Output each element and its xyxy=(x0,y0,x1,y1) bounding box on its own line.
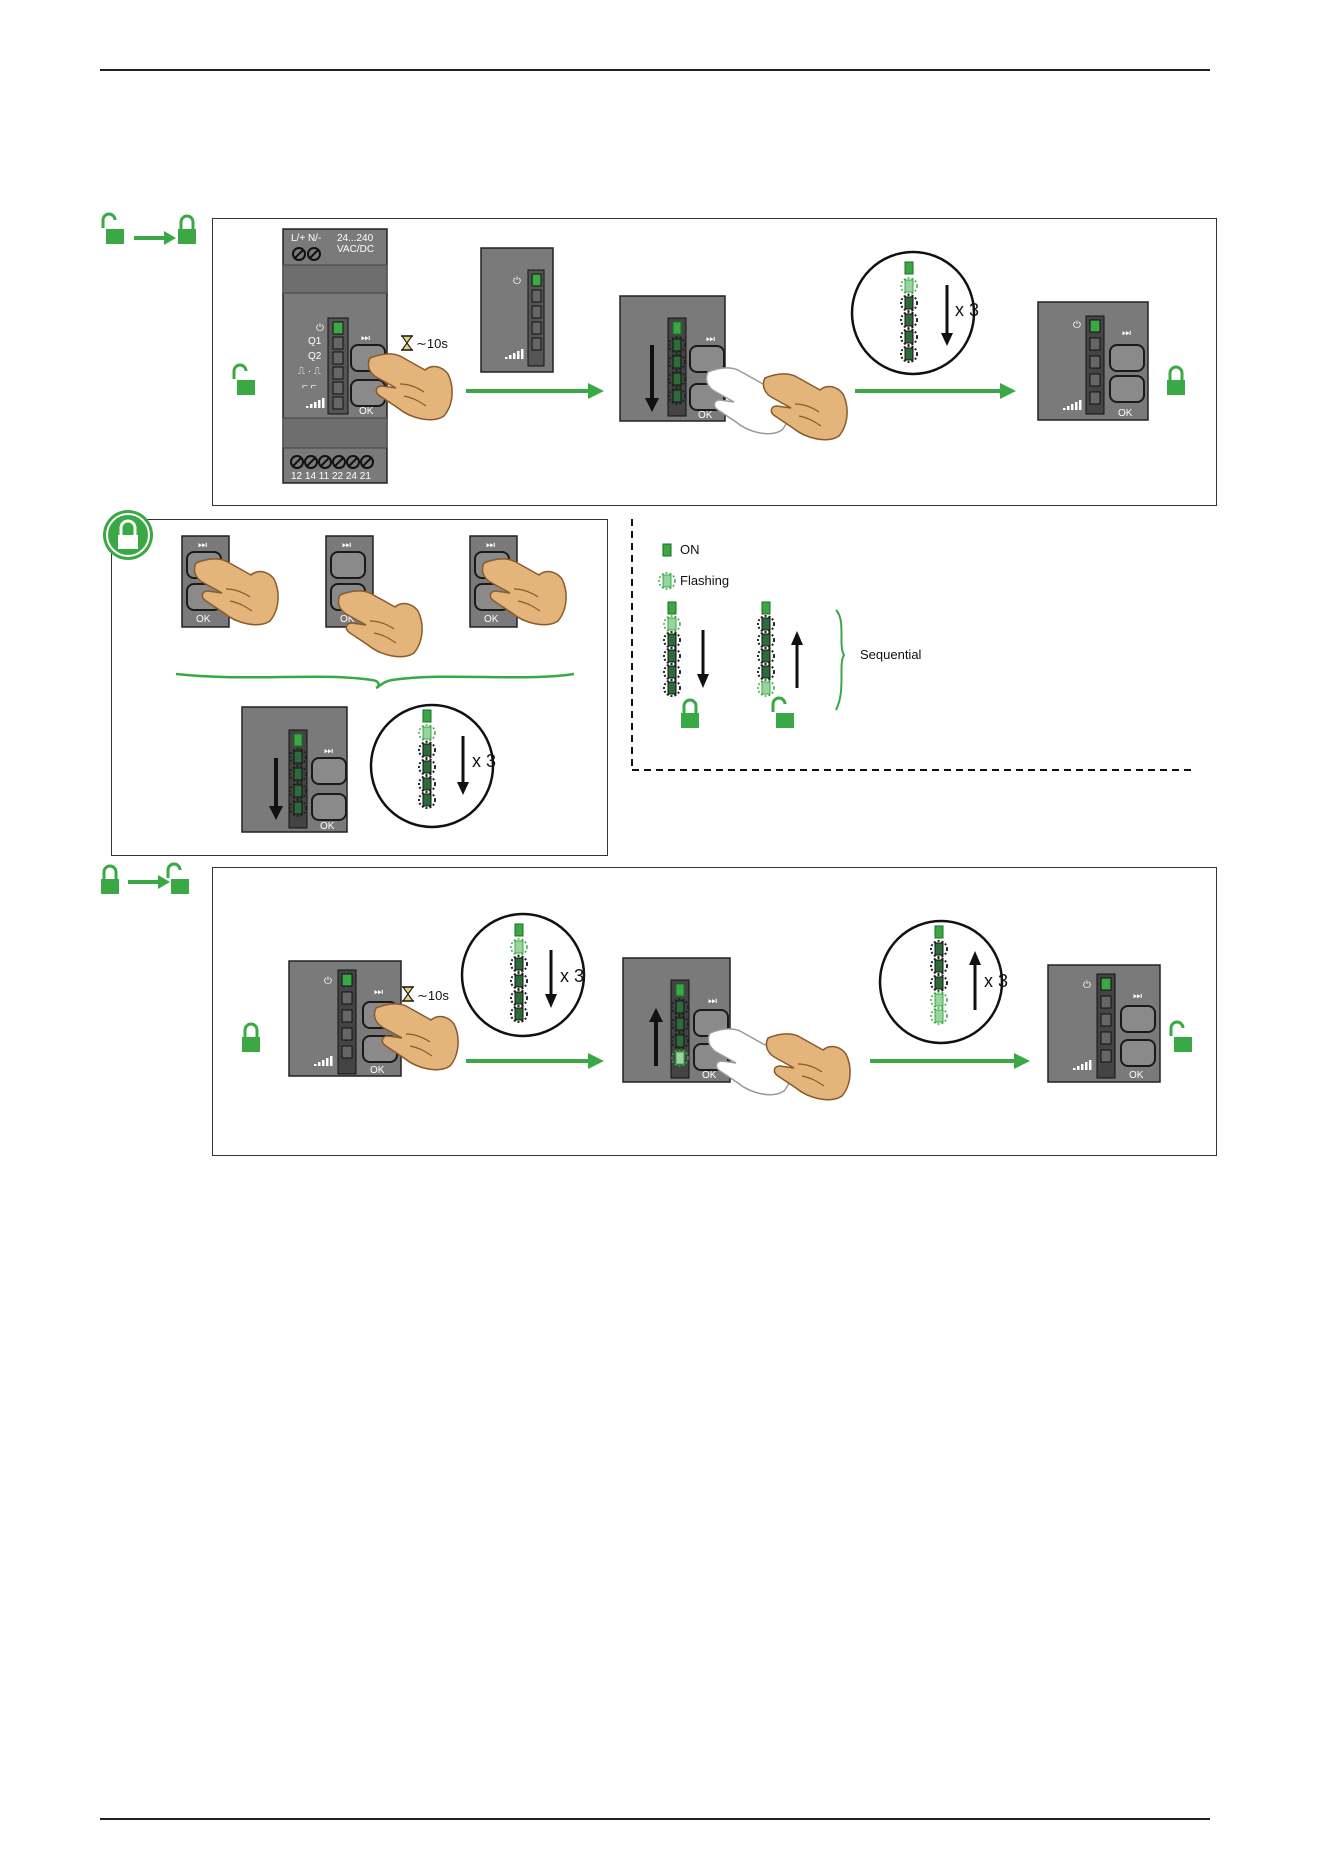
repeat-circle-down: x 3 xyxy=(371,705,496,827)
repeat-label: x 3 xyxy=(955,300,979,320)
relay-device: L/+ N/- 24...240 VAC/DC ⏻ Q1 Q2 ⎍ · ⎍ ⌐ … xyxy=(283,229,387,483)
power-icon: ⏻ xyxy=(1083,980,1091,991)
module-locked-state: ⏻ ⏭ OK xyxy=(1038,302,1148,420)
power-icon: ⏻ xyxy=(316,323,324,334)
next-icon: ⏭ xyxy=(361,333,370,344)
timer-label: ∼10s xyxy=(417,988,449,1003)
supply-label-left: L/+ N/- xyxy=(291,233,321,244)
module-sequential-down: ⏭ OK xyxy=(242,707,347,832)
repeat-circle-down: x 3 xyxy=(852,252,979,374)
padlock-closed-icon xyxy=(101,866,119,894)
hourglass-icon xyxy=(401,336,413,350)
ok-label: OK xyxy=(1129,1070,1144,1081)
module-sequential-down: ⏭ OK xyxy=(620,296,725,421)
padlock-open-icon xyxy=(103,214,124,244)
svg-text:⏭: ⏭ xyxy=(708,996,717,1007)
repeat-circle-down: x 3 xyxy=(462,914,584,1036)
ok-label: OK xyxy=(320,821,335,832)
ok-label: OK xyxy=(1118,408,1133,419)
svg-text:⏭: ⏭ xyxy=(706,334,715,345)
svg-text:⏭: ⏭ xyxy=(324,746,333,757)
power-icon: ⏻ xyxy=(1073,320,1081,331)
ok-label: OK xyxy=(702,1070,717,1081)
led-flashing-icon xyxy=(659,573,675,589)
terminal-labels: 12 14 11 22 24 21 xyxy=(291,471,371,482)
padlock-open-icon xyxy=(168,864,189,894)
ok-label: OK xyxy=(484,614,499,625)
svg-text:⏭: ⏭ xyxy=(198,540,207,551)
svg-text:⏭: ⏭ xyxy=(486,540,495,551)
output-q1-label: Q1 xyxy=(308,336,322,347)
padlock-closed-icon xyxy=(1167,367,1185,395)
ok-label: OK xyxy=(698,410,713,421)
svg-text:⏭: ⏭ xyxy=(1133,991,1142,1002)
pulse-icon: ⎍ · ⎍ xyxy=(298,366,321,377)
legend-box: ON Flashing Sequential xyxy=(632,519,1196,770)
supply-type-label: VAC/DC xyxy=(337,244,374,255)
padlock-open-icon xyxy=(1171,1022,1192,1052)
timer-label: ∼10s xyxy=(416,336,448,351)
module-unlocked-state: ⏻ ⏭ OK xyxy=(1048,965,1160,1082)
repeat-label: x 3 xyxy=(560,966,584,986)
power-icon: ⏻ xyxy=(324,976,332,987)
svg-text:⏭: ⏭ xyxy=(374,987,383,998)
svg-text:⏭: ⏭ xyxy=(342,540,351,551)
module-sequential-up: ⏭ OK xyxy=(623,958,730,1082)
ok-label: OK xyxy=(359,406,374,417)
legend-on-label: ON xyxy=(680,542,700,557)
ramp-icon: ⌐ ⌐ xyxy=(302,381,317,392)
repeat-label: x 3 xyxy=(984,971,1008,991)
padlock-closed-icon xyxy=(242,1024,260,1052)
padlock-open-icon xyxy=(234,365,255,395)
module-flashing-leds: ⏻ xyxy=(481,248,553,372)
repeat-circle-up: x 3 xyxy=(880,921,1008,1043)
hourglass-icon xyxy=(402,987,414,1001)
legend-sequential-label: Sequential xyxy=(860,647,922,662)
ok-label: OK xyxy=(196,614,211,625)
repeat-label: x 3 xyxy=(472,751,496,771)
padlock-open-icon xyxy=(773,698,794,728)
output-q2-label: Q2 xyxy=(308,351,322,362)
pointing-hand-icon xyxy=(338,591,422,657)
padlock-closed-icon xyxy=(681,700,699,728)
power-icon: ⏻ xyxy=(513,276,521,287)
legend-flashing-label: Flashing xyxy=(680,573,729,588)
ok-label: OK xyxy=(370,1065,385,1076)
led-on-icon xyxy=(663,544,671,556)
sequential-brace xyxy=(836,610,844,710)
supply-label-right: 24...240 xyxy=(337,233,374,244)
padlock-closed-icon xyxy=(178,216,196,244)
locked-badge xyxy=(103,510,153,560)
grouping-brace xyxy=(176,674,574,688)
svg-text:⏭: ⏭ xyxy=(1122,328,1131,339)
